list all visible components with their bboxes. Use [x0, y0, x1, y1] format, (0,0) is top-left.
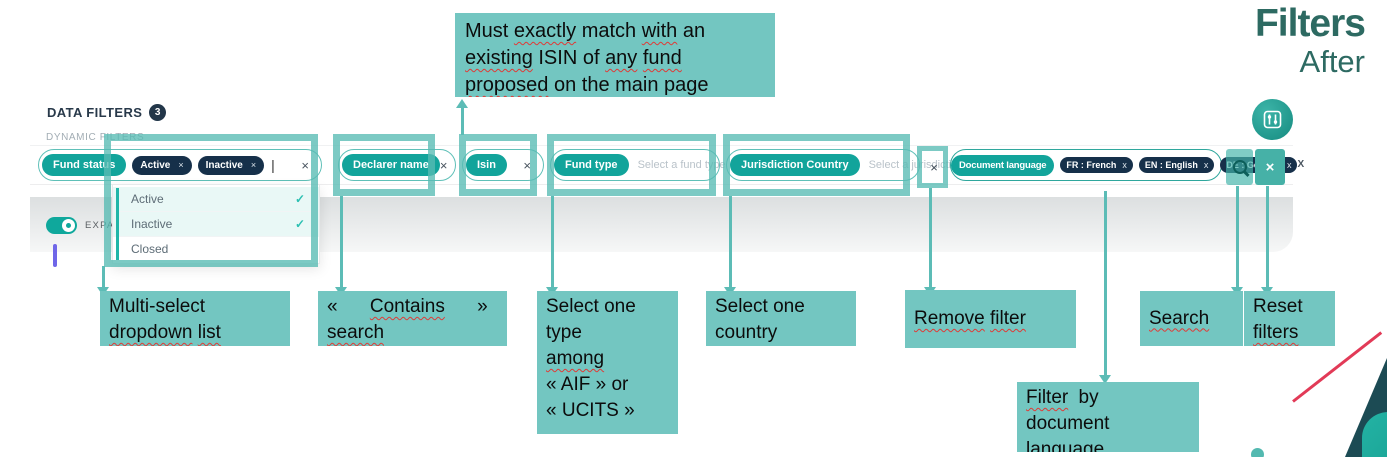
- chip-text: EN : English: [1144, 160, 1198, 170]
- data-filters-heading: DATA FILTERS 3: [47, 104, 167, 121]
- arrow-line: [929, 188, 932, 287]
- dropdown-option-active[interactable]: Active ✓: [113, 187, 319, 212]
- option-label: Inactive: [131, 217, 173, 231]
- close-icon: ×: [1265, 158, 1275, 176]
- fund-status-dropdown: Active ✓ Inactive ✓ Closed: [112, 184, 320, 264]
- arrow-line: [340, 196, 343, 287]
- isin-label[interactable]: Isin: [466, 154, 507, 176]
- filter-document-language[interactable]: Document language FR : French x EN : Eng…: [950, 149, 1304, 181]
- chip-text: Active: [140, 159, 171, 171]
- fund-status-clear-icon[interactable]: ×: [301, 157, 309, 173]
- fund-type-label[interactable]: Fund type: [554, 154, 629, 176]
- fund-type-placeholder[interactable]: Select a fund type: [637, 159, 726, 171]
- slide-title-primary: Filters: [1254, 2, 1366, 45]
- language-chip-fr[interactable]: FR : French x: [1060, 157, 1133, 173]
- chip-close-icon[interactable]: ×: [250, 160, 257, 170]
- callout-contains-search: « Contains »search: [318, 291, 507, 346]
- filter-jurisdiction-country[interactable]: Jurisdiction Country Select a jurisdicti…: [726, 149, 975, 181]
- chip-close-icon[interactable]: ×: [178, 160, 184, 170]
- chip-close-icon[interactable]: x: [1203, 160, 1209, 170]
- filter-settings-button[interactable]: [1252, 99, 1293, 140]
- toggle-knob: [62, 219, 75, 232]
- language-chip-en[interactable]: EN : English x: [1138, 157, 1215, 173]
- arrow-line: [1266, 186, 1269, 287]
- fund-status-label[interactable]: Fund status: [42, 154, 127, 176]
- arrow-line: [461, 107, 464, 135]
- check-icon: ✓: [294, 192, 305, 206]
- dropdown-option-closed[interactable]: Closed: [113, 237, 319, 261]
- check-icon: ✓: [294, 217, 305, 231]
- document-language-label[interactable]: Document language: [951, 154, 1055, 176]
- filter-fund-status[interactable]: Fund status Active × Inactive × | ×: [38, 149, 322, 181]
- document-language-clear-icon[interactable]: X: [1297, 159, 1305, 170]
- search-button[interactable]: [1226, 149, 1253, 185]
- chip-close-icon[interactable]: x: [1122, 160, 1127, 170]
- filter-count-badge: 3: [149, 104, 167, 121]
- dropdown-option-inactive[interactable]: Inactive ✓: [113, 212, 319, 237]
- arrow-line: [729, 196, 732, 287]
- jurisdiction-country-remove-icon[interactable]: ×: [930, 159, 938, 175]
- chip-text: Inactive: [205, 159, 243, 171]
- expand-toggle[interactable]: [46, 217, 77, 234]
- text-cursor: |: [271, 157, 275, 173]
- slide-title-secondary: After: [1299, 44, 1365, 79]
- isin-clear-icon[interactable]: ×: [523, 157, 531, 173]
- filter-settings-icon: [1263, 110, 1282, 129]
- reset-filters-button[interactable]: ×: [1255, 149, 1285, 185]
- arrow-up-icon: [456, 99, 468, 108]
- declarer-name-label[interactable]: Declarer name: [342, 154, 440, 176]
- arrow-line: [1104, 191, 1107, 375]
- arrow-line: [1236, 186, 1239, 287]
- chip-text: FR : French: [1066, 160, 1117, 170]
- dynamic-filters-label: DYNAMIC FILTERS: [46, 132, 145, 143]
- filter-row-frame: [30, 145, 1293, 185]
- chip-text: DE : German: [1226, 160, 1281, 170]
- callout-search: Search: [1140, 291, 1243, 346]
- arrow-down-icon: [1099, 375, 1111, 384]
- fund-status-chip-inactive[interactable]: Inactive ×: [197, 155, 265, 175]
- search-icon: [1232, 160, 1247, 174]
- content-cursor-bar: [53, 244, 57, 267]
- filter-declarer-name[interactable]: Declarer name ×: [338, 149, 456, 181]
- decor-teal-dot: [1251, 448, 1264, 457]
- arrow-line: [102, 266, 105, 287]
- fund-status-chip-active[interactable]: Active ×: [132, 155, 192, 175]
- declarer-name-clear-icon[interactable]: ×: [439, 157, 448, 173]
- filter-fund-type[interactable]: Fund type Select a fund type ⌄ ×: [550, 149, 748, 181]
- option-label: Closed: [131, 242, 169, 256]
- arrow-line: [551, 196, 554, 287]
- chip-close-icon[interactable]: x: [1286, 160, 1292, 170]
- filter-isin[interactable]: Isin ×: [462, 149, 544, 181]
- option-label: Active: [131, 192, 164, 206]
- slide-title: Filters After: [1254, 2, 1366, 79]
- data-filters-label: DATA FILTERS: [47, 105, 143, 120]
- callout-remove-filter: Remove filter: [905, 290, 1076, 348]
- jurisdiction-country-label[interactable]: Jurisdiction Country: [730, 154, 860, 176]
